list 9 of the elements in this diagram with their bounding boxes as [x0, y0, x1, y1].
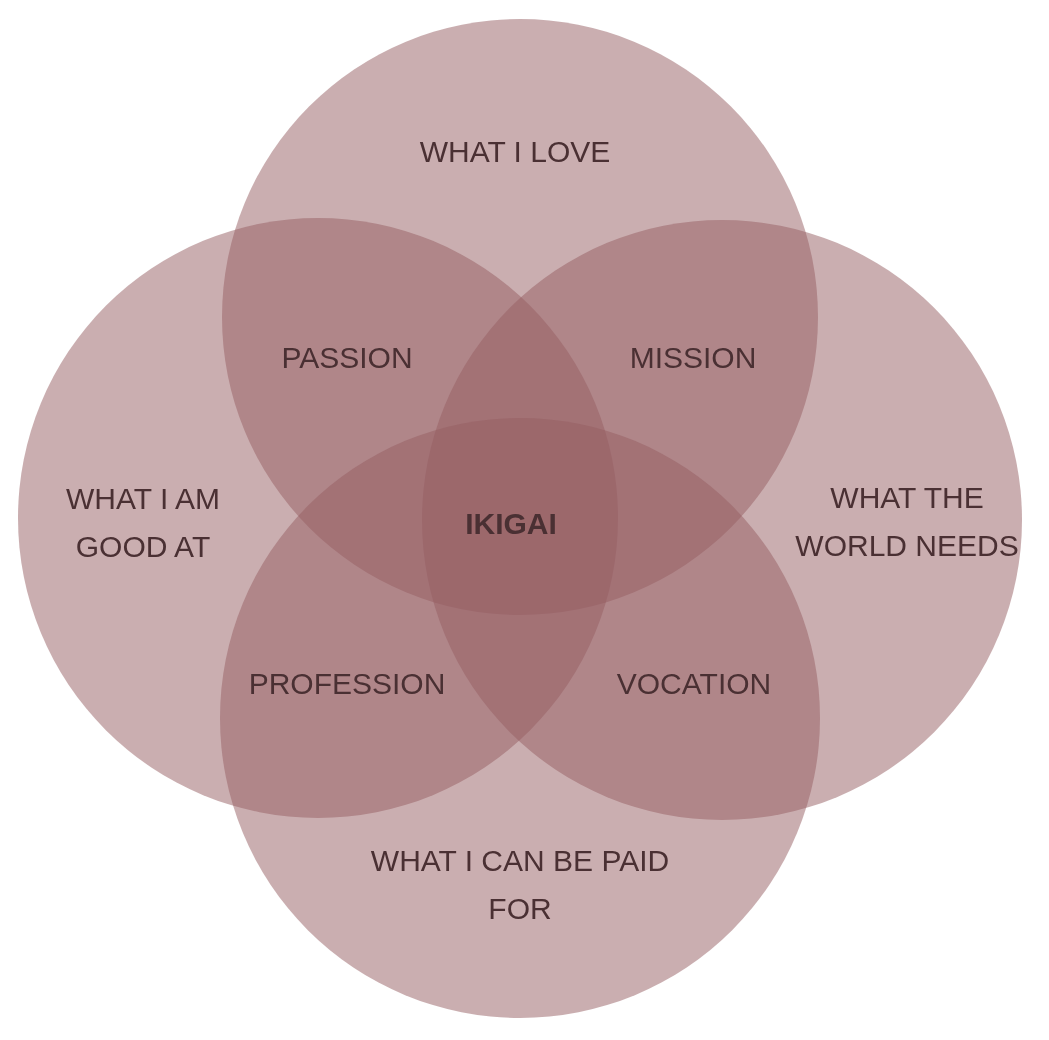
circle-label: WHAT I CAN BE PAID FOR — [369, 843, 671, 927]
intersection-label: PASSION — [281, 340, 413, 376]
circle-label: WHAT I LOVE — [418, 134, 612, 170]
circle-label: WHAT THE WORLD NEEDS — [794, 480, 1020, 564]
intersection-label: MISSION — [629, 340, 757, 376]
intersection-label: VOCATION — [616, 666, 772, 702]
circle-label: WHAT I AM GOOD AT — [65, 481, 221, 565]
intersection-label: IKIGAI — [465, 506, 557, 542]
intersection-label: PROFESSION — [248, 666, 446, 702]
